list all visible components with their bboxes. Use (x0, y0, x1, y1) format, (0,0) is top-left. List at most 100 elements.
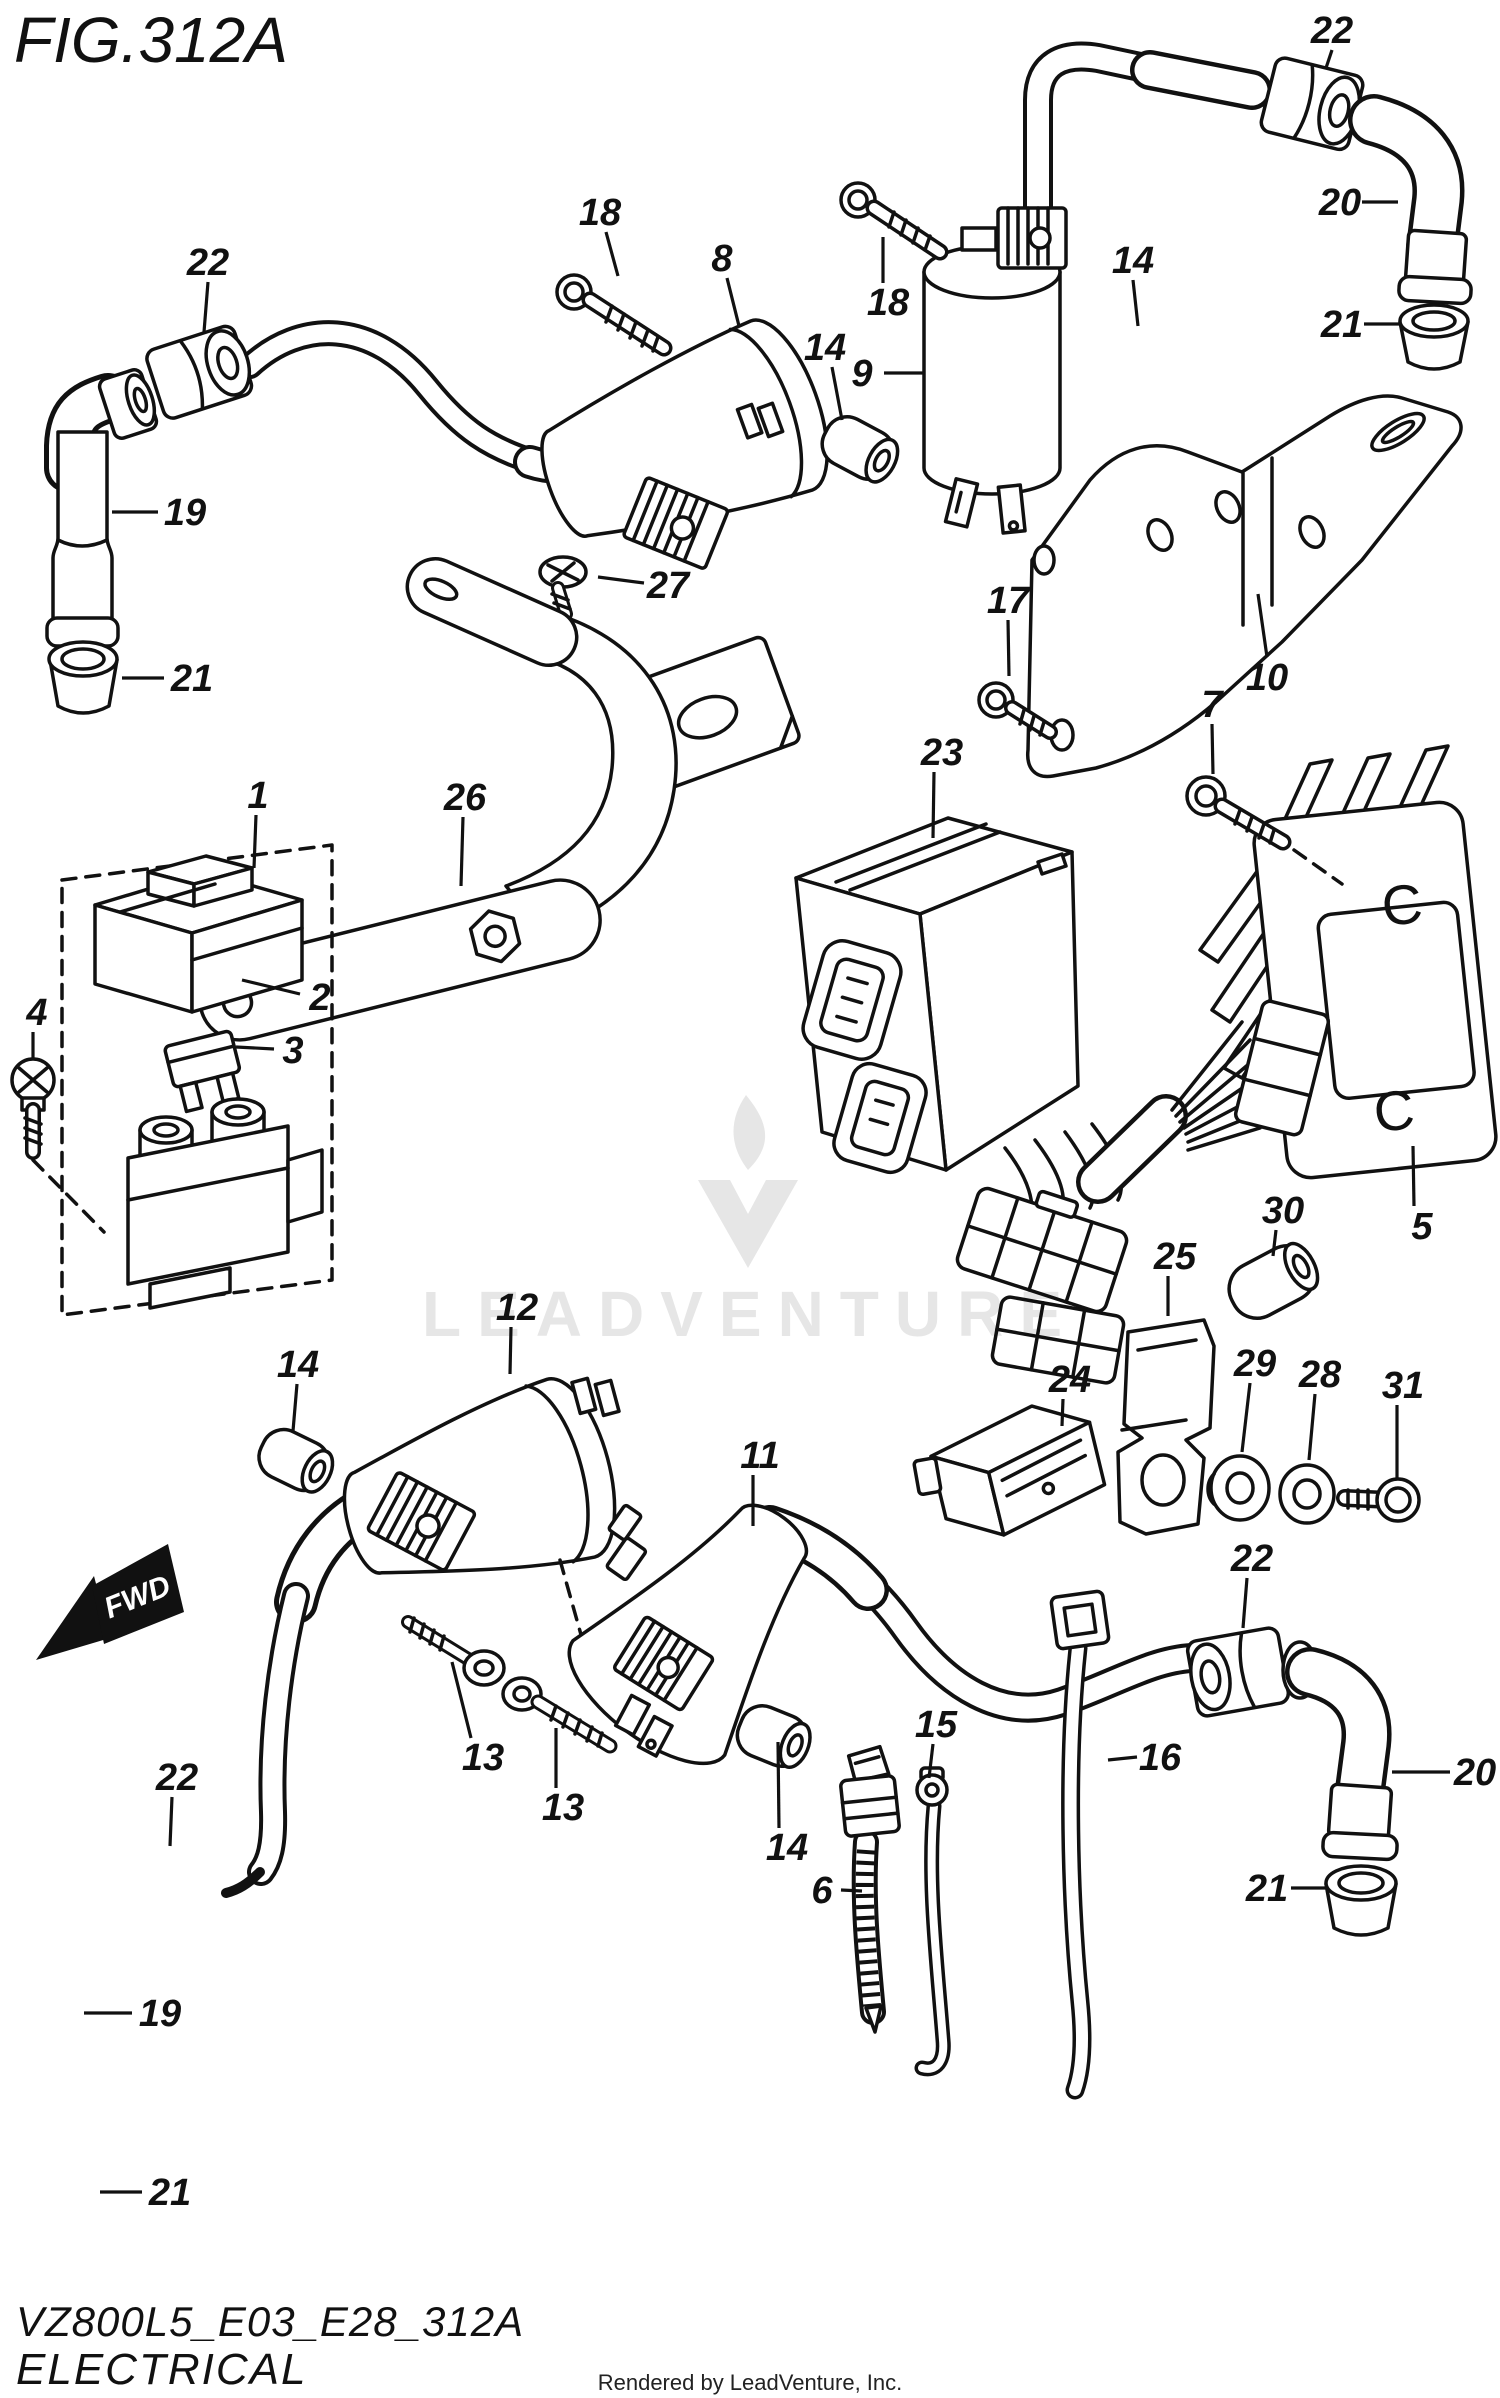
part-callout-10: 10 (1246, 657, 1288, 699)
grommet-29 (1206, 1454, 1271, 1522)
coil-terminal-block (622, 476, 730, 570)
coil-9-body (922, 206, 1068, 535)
leader-line (931, 771, 936, 839)
part-callout-18: 18 (579, 192, 622, 234)
regulator-rectifier-5: C C (1185, 744, 1498, 1180)
part-callout-19: 19 (164, 492, 206, 534)
part-callout-24: 24 (1048, 1359, 1091, 1401)
leader-line (1324, 49, 1334, 69)
screw-27 (538, 555, 588, 621)
part-callout-21: 21 (148, 2172, 191, 2214)
ignition-coil-8-assembly (513, 273, 900, 570)
plug-cap-22 (1259, 56, 1365, 152)
part-callout-16: 16 (1139, 1737, 1182, 1779)
leader-line (241, 978, 301, 996)
leader-line (459, 816, 465, 887)
part-callout-22: 22 (1230, 1538, 1273, 1580)
part-callout-13: 13 (462, 1737, 504, 1779)
leader-line (1241, 1577, 1249, 1629)
part-callout-11: 11 (740, 1435, 779, 1477)
leader-line (168, 1796, 174, 1847)
bracket-10 (977, 394, 1463, 779)
boot-ring (97, 368, 159, 440)
part-callout-3: 3 (282, 1030, 303, 1072)
wiring-harness (955, 999, 1331, 1385)
part-callout-4: 4 (25, 992, 47, 1034)
leader-line (840, 1888, 863, 1893)
regulator-mark-top: C (1379, 871, 1426, 938)
part-callout-22: 22 (1310, 10, 1353, 52)
leader-line (1060, 1398, 1065, 1427)
spark-plug-lead-front-left (44, 320, 547, 715)
ecu-connector-socket (801, 939, 903, 1061)
bracket-25 (1116, 1318, 1216, 1536)
part-callout-14: 14 (766, 1827, 808, 1869)
regulator-mark-bottom: C (1371, 1077, 1418, 1144)
relay-2 (93, 854, 304, 1014)
leader-line (1256, 593, 1269, 658)
cable-tie-15 (914, 1766, 951, 2077)
leader-line (830, 366, 844, 421)
coil-terminal-block (366, 1471, 477, 1572)
leader-line (1210, 723, 1215, 775)
leader-line (604, 231, 620, 277)
leader-line (776, 1741, 781, 1829)
starter-relay (126, 1097, 324, 1310)
part-callout-9: 9 (851, 353, 872, 395)
spacer-tube-30 (1227, 1241, 1320, 1320)
coil-terminal-block (613, 1615, 715, 1712)
part-callout-2: 2 (308, 977, 330, 1019)
leader-line (597, 575, 645, 585)
leader-line (1271, 1229, 1278, 1257)
watermark: LEADVENTURE (422, 1095, 1062, 1350)
bolt-13 (501, 1676, 618, 1754)
part-callout-31: 31 (1382, 1365, 1424, 1407)
band-16 (1049, 1589, 1111, 2100)
leader-line (1131, 279, 1140, 327)
part-callout-19: 19 (139, 1993, 181, 2035)
leader-line (450, 1661, 473, 1739)
plug-cap-20 (1348, 94, 1473, 306)
render-credit: Rendered by LeadVenture, Inc. (598, 2370, 903, 2395)
leader-line (291, 1383, 299, 1432)
ignition-coil-11 (567, 1503, 1207, 1769)
bolt-18 (839, 181, 949, 261)
part-callout-30: 30 (1262, 1190, 1304, 1232)
part-callout-6: 6 (811, 1870, 833, 1912)
part-callout-21: 21 (170, 658, 213, 700)
bolt-17 (977, 681, 1058, 740)
spacer-28 (1278, 1463, 1336, 1525)
relay-assembly-1 (10, 843, 334, 1317)
part-callout-14: 14 (804, 327, 846, 369)
bolt-18 (555, 273, 673, 357)
leader-line (252, 814, 258, 869)
ecu-23 (794, 816, 1080, 1175)
bolt-13 (401, 1615, 506, 1687)
grommet-14 (257, 1427, 335, 1494)
leader-line (725, 277, 741, 327)
plug-cap-22 (1185, 1626, 1291, 1718)
part-callout-14: 14 (277, 1344, 319, 1386)
grommet-14 (735, 1704, 812, 1769)
part-callout-15: 15 (915, 1704, 958, 1746)
leader-line (202, 281, 210, 333)
part-callout-21: 21 (1245, 1868, 1288, 1910)
bolt-7 (1185, 775, 1344, 886)
leader-line (1411, 1145, 1416, 1207)
insulator-ring-21 (1324, 1864, 1398, 1937)
ignition-coil-9-assembly (839, 41, 1473, 535)
ecu-connector-socket (832, 1061, 928, 1175)
part-callout-26: 26 (443, 777, 487, 819)
part-callout-13: 13 (542, 1787, 584, 1829)
spark-plug-lead-rear-right (1185, 1626, 1399, 1937)
diagram-code: VZ800L5_E03_E28_312A (16, 2298, 524, 2345)
harness-connector (955, 1186, 1129, 1314)
part-callout-18: 18 (867, 282, 910, 324)
part-callout-8: 8 (711, 238, 733, 280)
part-callout-7: 7 (1201, 684, 1224, 726)
bolt-31 (1336, 1477, 1421, 1523)
part-callout-28: 28 (1298, 1354, 1342, 1396)
leader-line (1240, 1382, 1252, 1453)
